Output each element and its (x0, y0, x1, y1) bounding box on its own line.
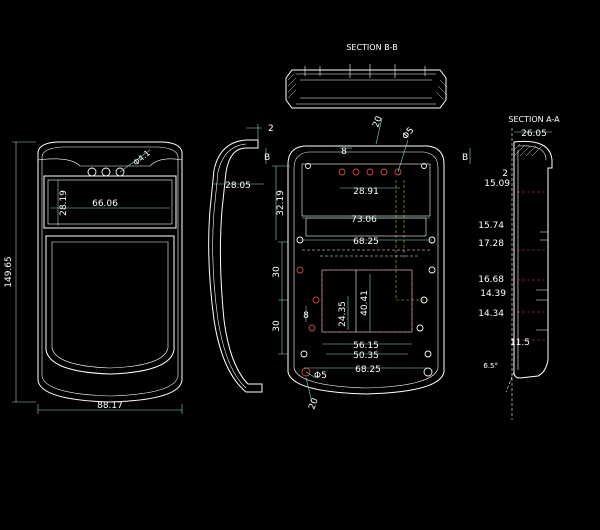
back-dashed-yellow (395, 180, 430, 301)
section-aa-inner (517, 145, 547, 370)
dim-side-thickness-label: 28.05 (225, 181, 251, 191)
dim-front-width (37, 404, 183, 414)
front-body-outline (37, 141, 183, 403)
dim-aa-15-09-label: 15.09 (484, 179, 510, 189)
dim-window-height-label: 28.19 (59, 190, 69, 216)
dim-span-56-label: 56.15 (353, 341, 379, 351)
dim-side-lip (246, 124, 262, 140)
front-body-inner (41, 146, 179, 397)
section-marker-b-left: B (264, 153, 270, 163)
section-bb-inner-lines (296, 73, 436, 105)
back-view: 28.91 8 73.06 68.25 32.19 30 30 8 24.35 … (272, 115, 471, 411)
section-aa-centerline (505, 128, 515, 420)
dim-heights-30 (278, 241, 288, 355)
dim-aa-11-5-label: 11.5 (510, 338, 530, 348)
dim-angle-bottom-label: 20 (307, 397, 320, 411)
back-corner-hole-tl (305, 163, 311, 169)
dim-dia-bottom-leader (305, 371, 317, 379)
back-led-hole-2 (352, 168, 360, 176)
dim-mount-width-bottom-label: 68.25 (355, 365, 381, 375)
back-mount-hole-8 (416, 324, 424, 332)
back-mount-hole-7 (308, 324, 316, 332)
dim-front-height-label: 149.65 (4, 256, 14, 288)
dim-dia-top-leader (397, 139, 409, 173)
section-bb-outline (285, 69, 447, 109)
front-lens (51, 241, 169, 369)
dim-window-width-label: 66.06 (92, 199, 118, 209)
dim-front-width-label: 88.17 (97, 401, 123, 411)
section-marker-b-right: B (462, 153, 468, 163)
dim-top-offset-label: 32.19 (276, 190, 286, 216)
front-display-inner (47, 179, 173, 225)
dim-hole-leader (119, 149, 151, 173)
led-hole-2 (101, 167, 111, 177)
back-mount-hole-10 (424, 350, 432, 358)
dim-box-height-label: 24.35 (338, 301, 348, 327)
dim-span-50-label: 50.35 (353, 351, 379, 361)
dim-dia-top-label: Φ5 (401, 126, 417, 142)
section-aa-ribs (536, 231, 548, 331)
dim-height-30a-label: 30 (272, 266, 282, 278)
section-aa-outline (513, 140, 553, 379)
dim-height-30b-label: 30 (272, 320, 282, 332)
dim-inner-width-label: 73.06 (351, 215, 377, 225)
dim-hole-dia-label: Φ4.1 (132, 148, 152, 167)
dim-box-width-v-label: 40.41 (360, 290, 370, 316)
dim-front-height (12, 141, 36, 403)
back-dashed-white (302, 249, 430, 257)
section-aa-view: SECTION A-A 26.05 2 15.09 15.74 17.28 16… (478, 115, 560, 420)
dim-angle-top-label: 20 (371, 115, 384, 129)
dim-aa-depth-label: 26.05 (521, 129, 547, 139)
dim-aa-14-39-label: 14.39 (480, 289, 506, 299)
front-shoulder (37, 158, 183, 167)
back-center-box-dashed (321, 269, 413, 333)
section-bb-ribs (304, 64, 426, 78)
back-led-hole-1 (338, 168, 346, 176)
back-led-hole-5 (394, 168, 402, 176)
front-display-window (43, 175, 177, 229)
led-hole-1 (87, 167, 97, 177)
back-led-hole-4 (380, 168, 388, 176)
back-led-hole-3 (366, 168, 374, 176)
back-upper-compartment (301, 163, 431, 217)
dim-dia-bottom-label: Φ5 (314, 371, 327, 381)
back-mount-hole-4 (428, 266, 436, 274)
back-screw-hole-br (423, 367, 433, 377)
back-mount-hole-9 (300, 350, 308, 358)
section-aa-title: SECTION A-A (508, 115, 560, 124)
back-body-inner (293, 151, 439, 389)
dim-offset-8-label: 8 (303, 311, 309, 321)
dim-mount-width-top-label: 68.25 (353, 237, 379, 247)
section-bb-hatching (287, 73, 447, 101)
dim-aa-15-74-label: 15.74 (478, 221, 504, 231)
section-bb-view: SECTION B-B (285, 43, 447, 109)
dim-aa-16-68-label: 16.68 (478, 275, 504, 285)
led-hole-3 (115, 167, 125, 177)
dim-top-offset (272, 165, 290, 240)
dim-aa-14-34-label: 14.34 (478, 309, 504, 319)
section-aa-red-lines (512, 191, 546, 341)
section-aa-hatching-top (513, 143, 543, 157)
front-lens-frame (45, 235, 175, 375)
side-profile-inner (212, 143, 247, 389)
dim-side-lip-label: 2 (268, 124, 274, 134)
dim-slot-width-label: 28.91 (353, 187, 379, 197)
side-view: 2 28.05 B (208, 124, 274, 393)
dim-aa-angle-label: 6.5° (483, 362, 498, 370)
dim-angle-top-leader (375, 117, 383, 145)
back-body-outline (287, 145, 445, 395)
front-view: 149.65 88.17 66.06 28.19 Φ4.1 (4, 141, 183, 414)
side-profile-outline (208, 139, 263, 393)
dim-pitch-8-label: 8 (341, 147, 347, 157)
section-bb-title: SECTION B-B (346, 43, 397, 52)
back-mount-hole-5 (312, 296, 320, 304)
back-mount-hole-3 (296, 266, 304, 274)
dim-angle-bottom-leader (305, 377, 313, 403)
dim-aa-17-28-label: 17.28 (478, 239, 504, 249)
dim-aa-2-label: 2 (502, 169, 508, 179)
back-corner-hole-tr (421, 163, 427, 169)
